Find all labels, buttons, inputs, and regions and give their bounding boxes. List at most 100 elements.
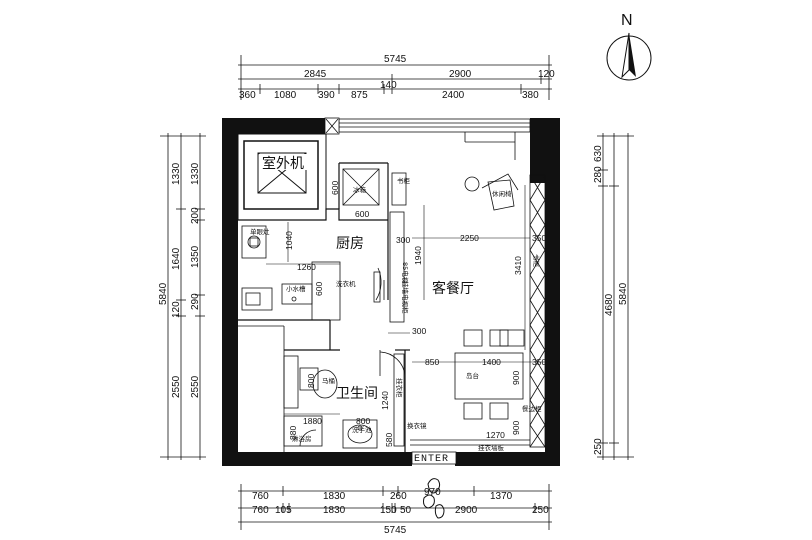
kitchen-counter (241, 261, 341, 321)
dim-left-total: 5840 (158, 282, 169, 305)
label-hanging-tv: 挂墙电视柜 (401, 281, 410, 314)
label-tv-word: 85电视 (401, 262, 410, 284)
room-bathroom: 卫生间 (336, 386, 378, 402)
idim-island-w: 1400 (482, 357, 501, 367)
idim-island-h2: 900 (511, 421, 521, 435)
dim-top-b3: 390 (318, 90, 335, 101)
dim-right-a3: 250 (593, 438, 604, 455)
entry-area (410, 439, 530, 465)
room-outdoor-unit: 室外机 (262, 155, 304, 172)
idim-shower-w: 1880 (303, 416, 322, 426)
north-label: N (621, 12, 633, 29)
dim-bottom-a2: 1830 (323, 491, 346, 502)
outdoor-unit-area (237, 133, 327, 221)
lounge-chair (464, 173, 519, 211)
dim-left-b4: 290 (190, 293, 201, 310)
dim-bottom-b3: 1830 (323, 505, 346, 516)
dim-bottom-a5: 1370 (490, 491, 513, 502)
top-window (324, 117, 531, 160)
kitchen-door (373, 267, 385, 303)
dim-top-a2: 2900 (449, 69, 472, 80)
bottom-dimension-texts: 760 1830 260 970 1370 760 105 1830 150 5… (252, 487, 549, 536)
dim-bottom-b2: 105 (275, 505, 292, 516)
dim-top-a1: 2845 (304, 69, 327, 80)
dim-left-b5: 2550 (190, 375, 201, 398)
dim-right-total: 5840 (618, 282, 629, 305)
dim-top-b6: 2400 (442, 90, 465, 101)
label-toilet: 马桶 (322, 376, 335, 385)
dim-left-a2: 1640 (171, 247, 182, 270)
tv-cabinet (389, 211, 405, 323)
label-coat-rack: 挂衣柜 (395, 378, 404, 398)
dim-bottom-b6: 2900 (455, 505, 478, 516)
label-meal-cabinet: 餐边柜 (522, 404, 542, 413)
dim-top-b4: 875 (351, 90, 368, 101)
label-sliding-board: 挂衣墙板 (478, 443, 505, 452)
dim-left-a4: 2550 (171, 375, 182, 398)
idim-living-l: 300 (396, 235, 410, 245)
dim-bottom-b5: 50 (400, 505, 412, 516)
idim-bath-a: 850 (425, 357, 439, 367)
dim-left-a1: 1330 (171, 162, 182, 185)
dim-bottom-a1: 760 (252, 491, 269, 502)
dim-bottom-b7: 250 (532, 505, 549, 516)
idim-kitchen-b: 1260 (297, 262, 316, 272)
dim-top-b5: 140 (380, 80, 397, 91)
bottom-dimensions (238, 484, 552, 530)
idim-living-r: 350 (532, 233, 546, 243)
idim-washer-h: 600 (314, 282, 324, 296)
idim-fridge-h: 600 (330, 181, 340, 195)
idim-entry-w: 1270 (486, 430, 505, 440)
north-arrow: N (606, 12, 652, 81)
footprints-icon (423, 478, 445, 519)
idim-basin-w: 800 (356, 416, 370, 426)
fridge (342, 168, 380, 206)
dim-right-a1: 630 (593, 145, 604, 162)
label-washbasin: 洗手池 (352, 425, 372, 434)
dim-right-a2: 280 (593, 166, 604, 183)
idim-island-r: 350 (532, 357, 546, 367)
dim-bottom-b1: 760 (252, 505, 269, 516)
dim-bottom-total: 5745 (384, 525, 407, 536)
left-dimension-texts: 5840 1330 1640 120 2550 1330 200 1350 29… (158, 162, 201, 398)
idim-island-h: 900 (511, 371, 521, 385)
room-kitchen: 厨房 (336, 236, 364, 252)
label-washer: 洗衣机 (336, 279, 356, 288)
idim-kitchen-a: 1040 (284, 231, 294, 250)
stove (241, 225, 267, 259)
island (454, 329, 525, 420)
dim-left-b2: 200 (190, 207, 201, 224)
dim-left-a3: 120 (171, 301, 182, 318)
label-lounge-chair: 休闲椅 (492, 189, 512, 198)
idim-living-w: 2250 (460, 233, 479, 243)
dim-top-b1: 360 (239, 90, 256, 101)
idim-bath-h: 1240 (380, 391, 390, 410)
bathroom-fixtures (283, 350, 406, 449)
idim-bath-top: 300 (412, 326, 426, 336)
dim-top-b2: 1080 (274, 90, 297, 101)
idim-tv-h: 1940 (413, 246, 423, 265)
idim-shower-h: 880 (288, 426, 298, 440)
idim-fridge-w: 600 (355, 209, 369, 219)
top-dimensions (238, 55, 552, 100)
label-bookcase-mid: 书柜 (532, 254, 541, 268)
dim-bottom-a3: 260 (390, 491, 407, 502)
stair-area (238, 325, 285, 452)
interior-walls (238, 162, 410, 452)
dim-top-total: 5745 (384, 54, 407, 65)
right-dimensions (597, 133, 634, 460)
dim-left-b1: 1330 (190, 162, 201, 185)
top-dimension-texts: 5745 2845 2900 120 360 1080 390 875 140 … (239, 54, 555, 101)
label-shower: 淋浴房 (292, 434, 312, 443)
entry-label: ENTER (414, 454, 449, 465)
label-sink: 小水槽 (286, 284, 306, 293)
label-fridge: 冰箱 (353, 185, 367, 194)
dim-top-b7: 380 (522, 90, 539, 101)
right-dimension-texts: 630 280 250 4680 5840 (593, 145, 629, 455)
dim-right-b: 4680 (604, 293, 615, 316)
idim-toilet-w: 800 (306, 374, 316, 388)
label-stove: 单眼灶 (250, 227, 270, 236)
dim-top-a3: 120 (538, 69, 555, 80)
dim-bottom-b4: 150 (380, 505, 397, 516)
